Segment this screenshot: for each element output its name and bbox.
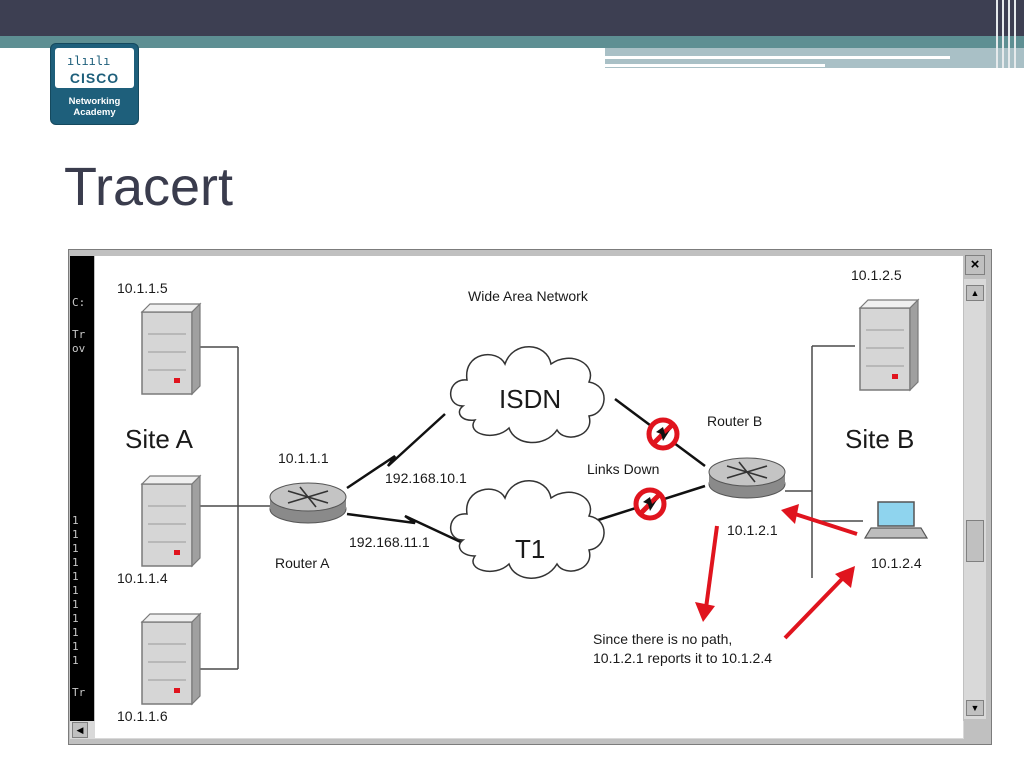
note-line-2: 10.1.2.1 reports it to 10.1.2.4 [593,650,772,666]
link-down-icon [636,490,664,518]
console-line: 1 [72,556,79,569]
laptop-icon [863,501,929,539]
router-b-ip: 10.1.2.1 [727,522,778,538]
note-line-1: Since there is no path, [593,631,732,647]
diagram-canvas: Wide Area Network 10.1.1.5 10.1.1.4 10.1… [117,267,929,724]
console-line: 1 [72,542,79,555]
server-icon [859,299,919,391]
accent-band [0,36,1024,48]
console-line: Tr [72,686,86,699]
top-bar [0,0,1024,36]
network-diagram: Wide Area Network 10.1.1.5 10.1.1.4 10.1… [95,256,963,738]
site-a-label: Site A [125,424,194,454]
console-line: ov [72,342,86,355]
close-button[interactable]: × [965,255,985,275]
logo-sub-line1: Networking [68,96,121,107]
logo-sub-line2: Academy [73,107,116,118]
site-b-wiring [785,345,863,578]
host-ip-label: 10.1.1.5 [117,280,168,296]
scroll-thumb[interactable] [966,520,984,562]
t1-link-ip: 192.168.11.1 [349,534,430,550]
router-a-label: Router A [275,555,330,571]
server-icon [141,613,201,705]
site-b-label: Site B [845,424,914,454]
host-ip-label: 10.1.1.6 [117,708,168,724]
isdn-label: ISDN [499,384,561,414]
error-arrows [695,504,858,640]
console-line: C: [72,296,86,309]
host-ip-label: 10.1.1.4 [117,570,168,586]
logo-brand: CISCO [69,70,120,86]
host-ip-label: 10.1.2.5 [851,267,902,283]
console-strip: C: Tr ov 1 1 1 1 1 1 1 1 1 1 1 Tr [70,256,94,736]
link-down-icon [649,420,677,448]
isdn-cloud [449,346,605,444]
logo-subtitle: Networking Academy [51,96,138,118]
t1-cloud [449,480,605,579]
site-a-wiring [195,346,270,670]
vertical-scrollbar[interactable] [964,279,986,719]
scroll-left-button[interactable]: ◀ [72,722,88,738]
slide-title: Tracert [64,157,234,217]
logo-badge: ılıılı CISCO [55,48,134,88]
scroll-up-button[interactable]: ▲ [966,285,984,301]
host-ip-label: 10.1.2.4 [871,555,922,571]
isdn-link-ip: 192.168.10.1 [385,470,467,486]
router-b-label: Router B [707,413,762,429]
console-line: 1 [72,640,79,653]
console-line: 1 [72,612,79,625]
links-down-label: Links Down [587,461,659,477]
router-icon [269,482,347,524]
accent-line [605,56,950,59]
console-line: 1 [72,654,79,667]
server-icon [141,303,201,395]
router-icon [708,457,786,499]
diagram-heading: Wide Area Network [468,288,589,304]
server-icon [141,475,201,567]
accent-line [605,64,825,67]
console-line: 1 [72,626,79,639]
scroll-down-button[interactable]: ▼ [966,700,984,716]
t1-label: T1 [515,534,545,564]
console-line: Tr [72,328,86,341]
console-line: 1 [72,598,79,611]
cisco-logo: ılıılı CISCO Networking Academy [50,43,139,125]
console-line: 1 [72,528,79,541]
corner-stripes [992,0,1024,68]
console-line: 1 [72,514,79,527]
console-line: 1 [72,584,79,597]
console-line: 1 [72,570,79,583]
logo-bars-icon: ılıılı [67,54,111,68]
router-a-ip: 10.1.1.1 [278,450,329,466]
